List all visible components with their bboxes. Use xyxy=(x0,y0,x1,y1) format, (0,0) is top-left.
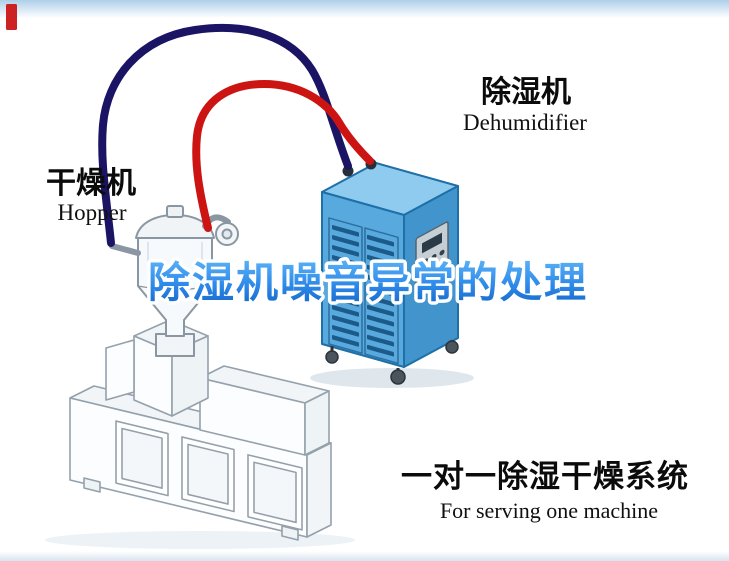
hopper-blower-hub xyxy=(221,228,233,240)
hopper-inlet-fitting xyxy=(109,243,141,256)
extruder-door-panels xyxy=(115,420,303,531)
floor-gradient-strip xyxy=(0,551,729,561)
extruder-cover-right xyxy=(304,390,330,456)
footer-system-name-en: For serving one machine xyxy=(440,498,658,523)
footer-system-name-cn: 一对一除湿干燥系统 xyxy=(401,459,689,494)
panel-button xyxy=(423,258,429,265)
dehumidifier-label-cn: 除湿机 xyxy=(481,75,571,109)
page-title: 除湿机噪音异常的处理 xyxy=(148,259,588,306)
extruder-foot-left xyxy=(83,477,101,493)
panel-button xyxy=(439,249,445,256)
panel-display xyxy=(422,232,442,254)
extruder-body-right xyxy=(306,442,332,538)
hopper-label-cn: 干燥机 xyxy=(46,167,136,200)
dehumidifier-casters xyxy=(325,340,459,385)
hopper-stand xyxy=(155,333,195,357)
hopper-seam xyxy=(137,285,213,291)
dehumidifier-label-en: Dehumidifier xyxy=(463,110,587,135)
dehumidifier-illustration xyxy=(321,158,459,385)
sky-gradient-strip xyxy=(0,0,729,18)
extruder-foot-right xyxy=(281,525,299,541)
extruder-shadow xyxy=(45,531,355,549)
blue-air-hose xyxy=(98,23,352,247)
dehumidifier-vents xyxy=(328,217,399,365)
corner-watermark xyxy=(6,4,17,30)
hopper-label-en: Hopper xyxy=(58,200,127,225)
panel-button xyxy=(431,254,437,260)
extruder-illustration xyxy=(69,319,332,541)
hopper-body xyxy=(137,237,213,337)
hopper-lid-cap xyxy=(166,205,184,218)
panel-slot xyxy=(422,262,442,278)
dehumidifier-control-panel xyxy=(415,221,449,295)
extruder-tower-sidebox xyxy=(105,339,135,401)
red-air-hose xyxy=(192,79,374,232)
